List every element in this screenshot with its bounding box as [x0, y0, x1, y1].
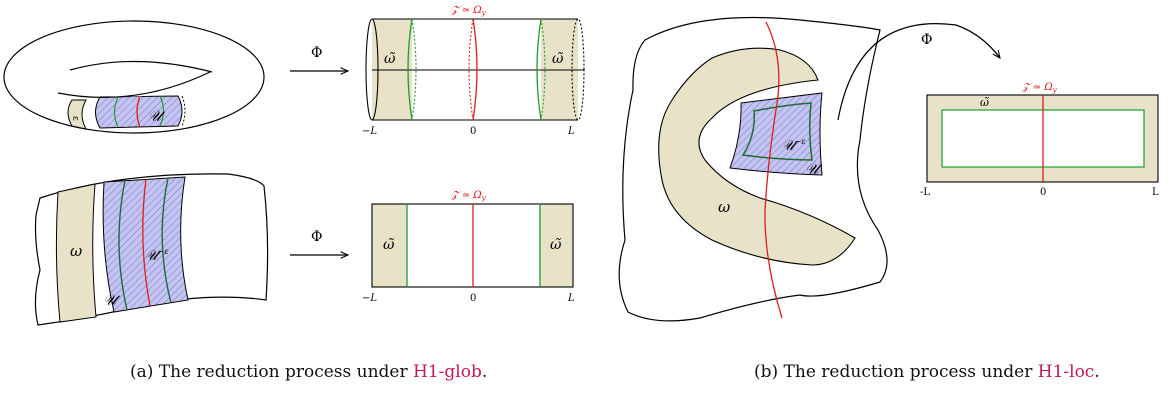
torus-outer [3, 20, 265, 134]
caption-b: (b) The reduction process under H1-loc. [754, 362, 1100, 382]
torus-u-label: 𝒰 [148, 107, 166, 125]
domain-u-label: 𝒰 [805, 160, 823, 178]
cyl-omega-left-label: ω̃ [384, 51, 396, 67]
surface-diagram: ω 𝒰−ε 𝒰 [34, 173, 269, 326]
domain-zone-line [764, 21, 783, 319]
domain-omega-label: ω [718, 198, 730, 216]
surface-u-green-right [161, 177, 172, 304]
surface-u-label: 𝒰 [103, 291, 121, 309]
local-rect-tick-right: L [1152, 187, 1159, 198]
rect-z-label: 𝒵 ≃ Ωy [450, 190, 487, 202]
rect-omega-left-label: ω̃ [383, 237, 395, 253]
cyl-omega-right-label: ω̃ [552, 51, 564, 67]
cylinder-diagram: 𝒵 ≃ Ωy ω̃ ω̃ −L 0 L [362, 5, 585, 137]
torus-zone-line [136, 95, 141, 128]
torus-u-inner-green-right [159, 95, 165, 127]
local-rect-diagram: 𝒵 ≃ Ωy ω̃ -L 0 L [920, 82, 1159, 198]
domain-diagram: 𝒰−ε 𝒰 ω [618, 16, 888, 322]
map-arrow-top: Φ [290, 45, 348, 71]
map-label-top: Φ [311, 45, 322, 61]
rect-omega-right-label: ω̃ [550, 237, 562, 253]
surface-omega-strip [55, 183, 97, 323]
local-rect-tick-mid: 0 [1040, 187, 1046, 198]
rect-tick-left: −L [362, 293, 377, 304]
torus-inner-hole [58, 58, 212, 97]
domain-omega-region [658, 47, 856, 266]
cyl-tick-mid: 0 [470, 126, 476, 137]
cyl-green-right-front [536, 18, 542, 121]
local-rect-z-label: 𝒵 ≃ Ωy [1021, 82, 1058, 94]
map-label-b: Φ [921, 32, 932, 48]
caption-a-ref-link[interactable]: H1-glob [413, 362, 482, 382]
torus-u-band [95, 95, 183, 129]
cyl-z-label: 𝒵 ≃ Ωy [450, 5, 487, 17]
local-rect-tick-left: -L [920, 187, 930, 198]
cyl-zone-front [472, 18, 478, 121]
torus-epsilon-label: ε [70, 116, 80, 121]
map-arrow-b: Φ [837, 23, 1000, 121]
surface-zone-line [142, 178, 151, 307]
map-arrow-bottom: Φ [290, 229, 348, 255]
surface-u-green-left [118, 179, 128, 311]
local-rect-omega-label: ω̃ [980, 96, 989, 109]
cyl-tick-left: −L [362, 126, 377, 137]
surface-omega-label: ω [70, 242, 82, 260]
cyl-tick-right: L [567, 126, 575, 137]
domain-u-region [729, 92, 823, 176]
torus-u-inner-green-left [113, 96, 119, 128]
map-label-bottom: Φ [311, 229, 322, 245]
cyl-green-left-front [407, 18, 413, 121]
rect-tick-mid: 0 [470, 293, 476, 304]
rect-omega-right [540, 204, 573, 287]
surface-u-strip [102, 176, 189, 313]
torus-diagram: ε 𝒰 [3, 20, 265, 134]
caption-a: (a) The reduction process under H1-glob. [130, 362, 488, 382]
torus-inner-lower [57, 71, 211, 99]
caption-b-ref-link[interactable]: H1-loc [1037, 362, 1095, 382]
rect-tick-right: L [567, 293, 575, 304]
torus-inner-upper [69, 60, 213, 73]
rect-omega-left [372, 204, 407, 287]
domain-u-eps-region [741, 102, 813, 161]
torus-epsilon-band [67, 99, 87, 130]
strip-rect-diagram: 𝒵 ≃ Ωy ω̃ ω̃ −L 0 L [362, 190, 575, 304]
torus-dotted-back [181, 95, 186, 127]
